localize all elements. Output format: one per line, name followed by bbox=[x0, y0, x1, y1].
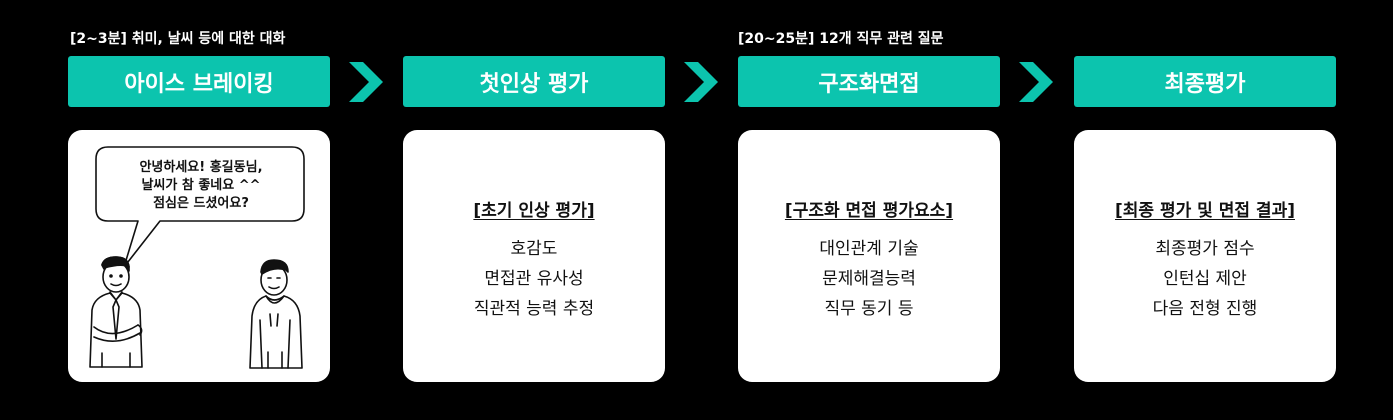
interviewer-illustration bbox=[89, 256, 143, 368]
card-item: 직관적 능력 추정 bbox=[473, 299, 595, 319]
step-header-first-impression: 첫인상 평가 bbox=[403, 56, 665, 107]
first-impression-card: [초기 인상 평가] 호감도 면접관 유사성 직관적 능력 추정 bbox=[403, 130, 665, 382]
card-title: [구조화 면접 평가요소] bbox=[784, 201, 954, 221]
card-item: 호감도 bbox=[510, 239, 558, 259]
card-item: 인턴십 제안 bbox=[1163, 269, 1247, 289]
speech-line-1: 안녕하세요! 홍길동님, bbox=[139, 160, 263, 175]
step-header-structured-interview: 구조화면접 bbox=[738, 56, 1000, 107]
structured-interview-card: [구조화 면접 평가요소] 대인관계 기술 문제해결능력 직무 동기 등 bbox=[738, 130, 1000, 382]
card-item: 최종평가 점수 bbox=[1155, 239, 1255, 259]
icebreaking-duration-note: [2~3분] 취미, 날씨 등에 대한 대화 bbox=[70, 31, 286, 47]
final-evaluation-card: [최종 평가 및 면접 결과] 최종평가 점수 인턴십 제안 다음 전형 진행 bbox=[1074, 130, 1336, 382]
card-item-list: 최종평가 점수 인턴십 제안 다음 전형 진행 bbox=[1074, 234, 1336, 324]
structured-interview-duration-note: [20~25분] 12개 직무 관련 질문 bbox=[738, 31, 944, 47]
card-title: [초기 인상 평가] bbox=[473, 201, 595, 221]
card-item: 대인관계 기술 bbox=[819, 239, 919, 259]
speech-bubble: 안녕하세요! 홍길동님, 날씨가 참 좋네요 ^^ 점심은 드셨어요? bbox=[95, 146, 306, 268]
card-item: 문제해결능력 bbox=[822, 269, 916, 289]
card-item: 면접관 유사성 bbox=[484, 269, 584, 289]
chevron-right-icon bbox=[684, 62, 718, 102]
card-title: [최종 평가 및 면접 결과] bbox=[1115, 201, 1295, 221]
card-item-list: 호감도 면접관 유사성 직관적 능력 추정 bbox=[403, 234, 665, 324]
step-header-final-evaluation: 최종평가 bbox=[1074, 56, 1336, 107]
icebreaking-card: 안녕하세요! 홍길동님, 날씨가 참 좋네요 ^^ 점심은 드셨어요? bbox=[68, 130, 330, 382]
speech-line-3: 점심은 드셨어요? bbox=[153, 196, 249, 211]
candidate-illustration bbox=[249, 259, 303, 369]
card-item: 직무 동기 등 bbox=[824, 299, 914, 319]
step-header-icebreaking: 아이스 브레이킹 bbox=[68, 56, 330, 107]
chevron-right-icon bbox=[349, 62, 383, 102]
speech-line-2: 날씨가 참 좋네요 ^^ bbox=[141, 178, 261, 193]
chevron-right-icon bbox=[1019, 62, 1053, 102]
card-item-list: 대인관계 기술 문제해결능력 직무 동기 등 bbox=[738, 234, 1000, 324]
card-item: 다음 전형 진행 bbox=[1152, 299, 1258, 319]
